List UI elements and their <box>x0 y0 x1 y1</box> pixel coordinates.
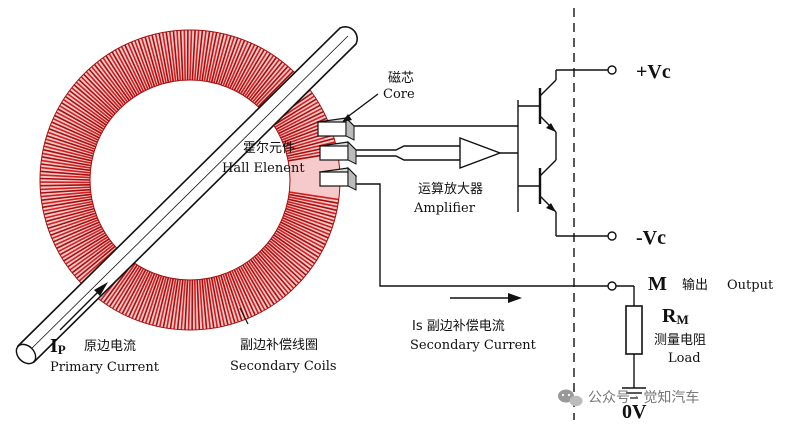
primary-conductor <box>15 26 358 365</box>
primary-current-label-cn: 原边电流 <box>84 339 136 354</box>
ip-label-sub: P <box>58 342 66 357</box>
rm-label-sub: M <box>676 312 688 327</box>
secondary-current-label-cn: Is 副边补偿电流 <box>412 319 505 334</box>
primary-current-label-en: Primary Current <box>50 360 160 375</box>
m-node-label: M <box>648 273 667 295</box>
secondary-coils-label-cn: 副边补偿线圈 <box>240 338 318 353</box>
hall-label-en: Hall Elenent <box>222 161 305 176</box>
secondary-current-label-en: Secondary Current <box>410 338 537 353</box>
primary-current-arrow <box>59 282 108 331</box>
zero-volt-label: 0V <box>622 401 647 423</box>
amplifier-label-en: Amplifier <box>413 201 476 216</box>
ip-label-main: I <box>50 335 58 357</box>
ground-icon <box>622 387 646 399</box>
watermark-text: 公众号 · 觉知汽车 <box>588 389 699 406</box>
core-label-cn: 磁芯 <box>388 71 414 86</box>
amplifier-label-cn: 运算放大器 <box>418 182 483 197</box>
terminals <box>607 65 617 291</box>
wechat-icon <box>558 389 583 407</box>
load-resistor <box>616 285 643 388</box>
op-amp-symbol <box>459 136 518 170</box>
load-label-en: Load <box>668 351 701 366</box>
hall-label-cn: 霍尔元件 <box>243 141 295 156</box>
core-label-en: Core <box>383 87 415 102</box>
secondary-current-arrow <box>450 293 522 303</box>
coil-pointer-line <box>239 307 249 325</box>
vc-plus-label: +Vc <box>636 61 671 83</box>
rm-label: RM <box>662 305 689 327</box>
output-label-cn: 输出 <box>682 277 708 293</box>
push-pull-transistors <box>517 69 612 237</box>
watermark: 公众号 · 觉知汽车 <box>558 389 699 407</box>
ip-label: IP <box>50 335 66 357</box>
secondary-coils-label-en: Secondary Coils <box>230 359 337 374</box>
signal-wires <box>354 125 612 287</box>
load-label-cn: 测量电阻 <box>654 333 706 348</box>
core-gap-blocks <box>316 116 358 191</box>
core-pointer-arrow <box>342 93 379 122</box>
vc-minus-label: -Vc <box>636 227 666 249</box>
output-label-en: Output <box>727 278 774 293</box>
rm-label-main: R <box>662 305 677 327</box>
